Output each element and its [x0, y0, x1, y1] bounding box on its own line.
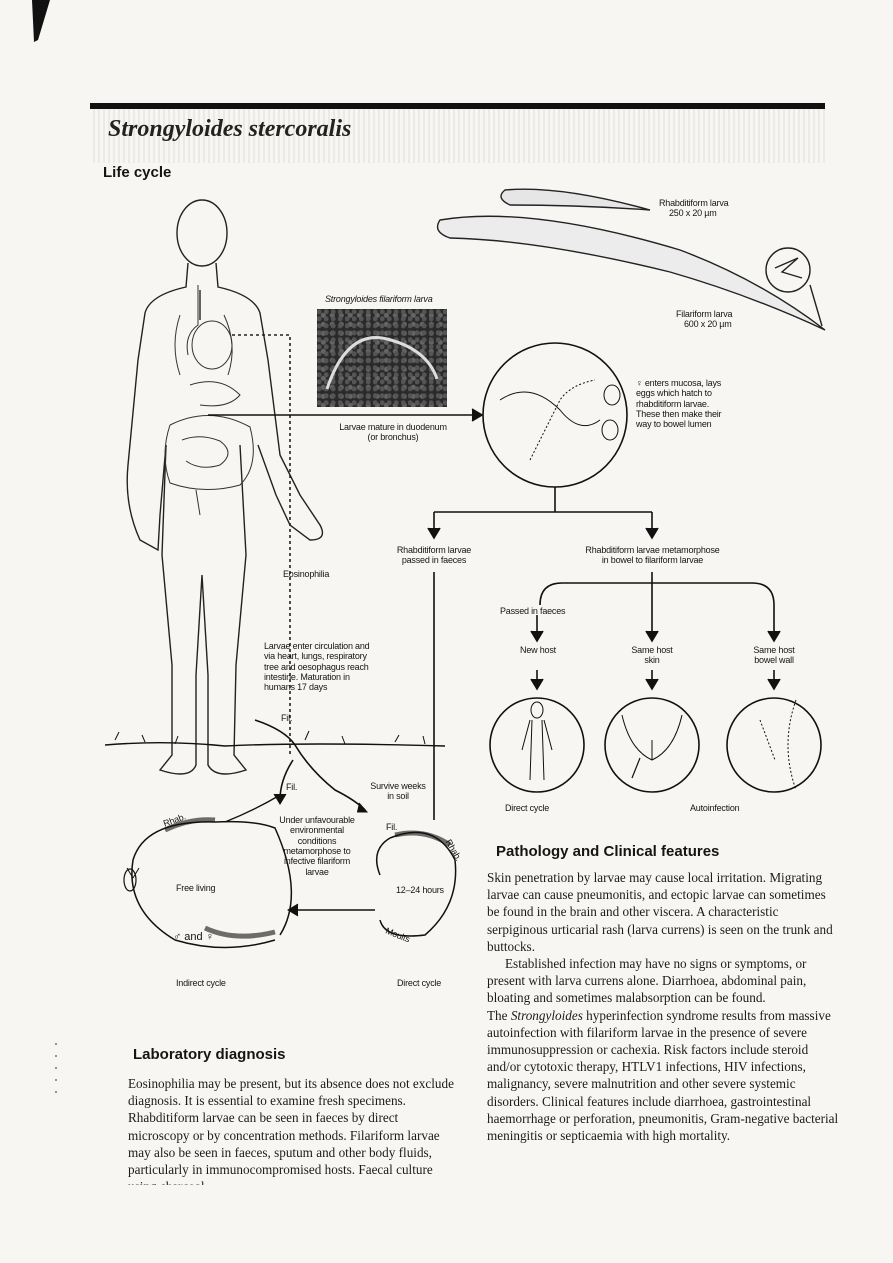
lab-heading: Laboratory diagnosis	[133, 1046, 286, 1063]
hours-label: 12–24 hours	[396, 885, 444, 895]
pathology-text: Skin penetration by larvae may cause loc…	[487, 869, 839, 1144]
pathology-paragraph-3: The Strongyloides hyperinfection syndrom…	[487, 1007, 839, 1144]
filariform-label: Filariform larva 600 x 20 µm	[676, 309, 733, 330]
pathology-heading: Pathology and Clinical features	[496, 843, 720, 860]
indirect-cycle-label: Indirect cycle	[176, 978, 226, 988]
new-host-label: New host	[520, 645, 556, 655]
fil-label-right: Fil.	[386, 822, 398, 832]
lab-text: Eosinophilia may be present, but its abs…	[128, 1075, 462, 1185]
free-living-label: Free living	[176, 883, 216, 893]
fil-label-left: Fil.	[286, 782, 298, 792]
circulation-description: Larvae enter circulation and via heart, …	[264, 641, 370, 693]
direct-cycle-label: Direct cycle	[397, 978, 442, 988]
larvae-illustration	[436, 188, 826, 331]
rhabditiform-label: Rhabditiform larva 250 x 20 µm	[659, 198, 729, 219]
flow-diagram	[208, 342, 822, 820]
pathology-paragraph-2: Established infection may have no signs …	[487, 956, 807, 1006]
passed-in-faeces-label: Passed in faeces	[500, 606, 566, 616]
fil-label-top: Fil.	[281, 713, 293, 723]
direct-cycle-circle-label: Direct cycle	[505, 803, 550, 813]
mucosa-description: ♀ enters mucosa, lays eggs which hatch t…	[636, 378, 722, 430]
micrograph-image	[317, 309, 447, 407]
header-rule	[90, 103, 825, 109]
metamorphose-label: Rhabditiform larvae metamorphose in bowe…	[585, 545, 720, 566]
larvae-mature-label: Larvae mature in duodenum (or bronchus)	[339, 422, 447, 443]
passed-faeces-label: Rhabditiform larvae passed in faeces	[396, 545, 472, 566]
survive-label: Survive weeks in soil	[370, 781, 426, 802]
soil-cycle-diagram	[105, 719, 457, 949]
same-host-bowel-label: Same host bowel wall	[753, 645, 795, 666]
page-title: Strongyloides stercoralis	[108, 116, 352, 142]
human-body-illustration	[126, 199, 324, 775]
male-female-label: ♂ and ♀	[173, 931, 214, 943]
unfavourable-description: Under unfavourable environmental conditi…	[279, 815, 355, 877]
margin-dots	[55, 1043, 57, 1093]
same-host-skin-label: Same host skin	[631, 645, 673, 666]
corner-mark	[32, 0, 50, 42]
title-band	[90, 103, 825, 163]
autoinfection-label: Autoinfection	[690, 803, 740, 813]
section-life-cycle: Life cycle	[103, 164, 172, 181]
micrograph-label: Strongyloides filariform larva	[325, 294, 433, 304]
eosinophilia-label: Eosinophilia	[283, 569, 330, 579]
pathology-paragraph-1: Skin penetration by larvae may cause loc…	[487, 870, 833, 954]
lab-paragraph-1: Eosinophilia may be present, but its abs…	[128, 1076, 454, 1185]
